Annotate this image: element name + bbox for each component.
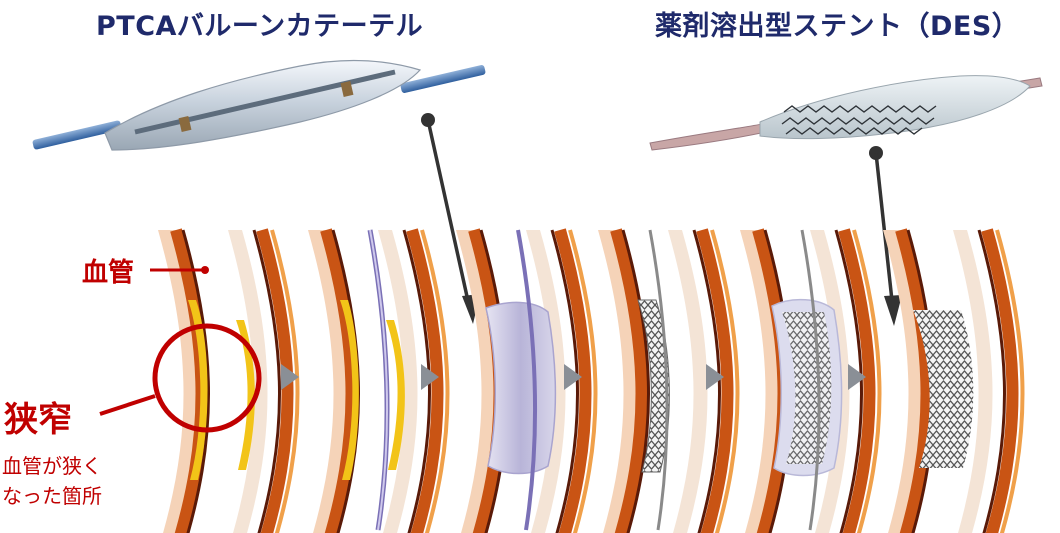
vessel-panel-1: [158, 230, 298, 533]
step-arrow-icons: [281, 364, 866, 390]
step-arrow-icon-4: [706, 364, 724, 390]
vessel-panel-6: [883, 230, 1023, 533]
balloon-catheter-image: [32, 59, 486, 151]
step-arrow-icon-2: [421, 364, 439, 390]
step-arrow-icon-3: [564, 364, 582, 390]
label-stenosis-description: 血管が狭く なった箇所: [2, 451, 102, 511]
stenosis-callout: [99, 266, 262, 433]
vessel-panel-5: [740, 230, 880, 533]
vessel-panel-3: [456, 230, 596, 533]
drug-eluting-stent-image: [649, 75, 1043, 151]
vessel-panel-2: [308, 230, 448, 533]
label-stenosis: 狭窄: [4, 400, 72, 440]
label-stenosis-description-line-2: なった箇所: [2, 484, 102, 508]
step-arrow-icon-1: [281, 364, 299, 390]
title-balloon-catheter: PTCAバルーンカテーテル: [96, 11, 424, 42]
label-stenosis-description-line-1: 血管が狭く: [2, 454, 102, 478]
title-drug-eluting-stent: 薬剤溶出型ステント（DES）: [655, 11, 1020, 42]
step-arrow-icon-5: [848, 364, 866, 390]
label-vessel: 血管: [82, 258, 135, 288]
vessel-panel-4: [598, 230, 738, 533]
